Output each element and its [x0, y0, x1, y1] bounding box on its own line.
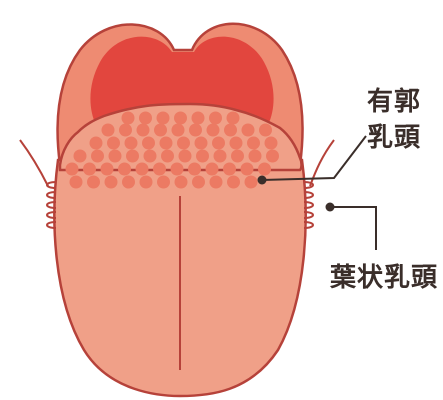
papilla-dot [107, 137, 120, 150]
papilla-dot [212, 137, 225, 150]
papilla-dot [231, 150, 244, 163]
papilla-dot [214, 150, 227, 163]
papilla-dot [249, 150, 262, 163]
papilla-dot [140, 176, 153, 189]
papilla-dot [87, 176, 100, 189]
papilla-dot [196, 150, 209, 163]
papilla-dot [101, 163, 114, 176]
foliate-leader-dot [326, 203, 335, 212]
papilla-dot [142, 137, 155, 150]
papilla-dot [160, 137, 173, 150]
papilla-dot [174, 112, 187, 125]
papilla-dot [265, 137, 278, 150]
papilla-dot [137, 124, 150, 137]
papilla-dot [266, 150, 279, 163]
papilla-dot [206, 163, 219, 176]
papilla-dot [144, 150, 157, 163]
papilla-dot [122, 112, 135, 125]
circumvallate-papillae-label-line2: 乳頭 [367, 122, 421, 154]
papilla-dot [207, 124, 220, 137]
papilla-dot [102, 124, 115, 137]
papilla-dot [172, 124, 185, 137]
papilla-dot [83, 163, 96, 176]
papilla-dot [119, 124, 132, 137]
side-fold-left [20, 140, 48, 186]
papilla-dot [154, 124, 167, 137]
papilla-dot [70, 176, 83, 189]
papilla-dot [161, 150, 174, 163]
papilla-dot [157, 112, 170, 125]
papilla-dot [210, 176, 223, 189]
papilla-dot [175, 176, 188, 189]
papilla-dot [241, 163, 254, 176]
papilla-dot [209, 112, 222, 125]
papilla-dot [177, 137, 190, 150]
papilla-dot [122, 176, 135, 189]
papilla-dot [247, 137, 260, 150]
foliate-leader-line [330, 207, 376, 250]
circumvallate-leader-dot [258, 176, 267, 185]
papilla-dot [126, 150, 139, 163]
papilla-dot [139, 112, 152, 125]
circumvallate-papillae-label-line1: 有郭 [367, 86, 421, 118]
papilla-dot [189, 124, 202, 137]
papilla-dot [227, 112, 240, 125]
papilla-dot [105, 176, 118, 189]
papilla-dot [227, 176, 240, 189]
papilla-dot [245, 176, 258, 189]
papilla-dot [192, 112, 205, 125]
papilla-dot [109, 150, 122, 163]
papilla-dot [259, 124, 272, 137]
papilla-dot [118, 163, 131, 176]
foliate-papillae-label: 葉状乳頭 [330, 262, 438, 294]
papilla-dot [230, 137, 243, 150]
papilla-dot [223, 163, 236, 176]
papilla-dot [171, 163, 184, 176]
papilla-dot [242, 124, 255, 137]
papilla-dot [258, 163, 271, 176]
papilla-dot [224, 124, 237, 137]
papilla-dot [74, 150, 87, 163]
papilla-dot [188, 163, 201, 176]
papilla-dot [136, 163, 149, 176]
papilla-dot [153, 163, 166, 176]
papilla-dot [179, 150, 192, 163]
papilla-dot [157, 176, 170, 189]
papilla-dot [91, 150, 104, 163]
papilla-dot [125, 137, 138, 150]
papilla-dot [195, 137, 208, 150]
papilla-dot [66, 163, 79, 176]
papilla-dot [192, 176, 205, 189]
papilla-dot [90, 137, 103, 150]
